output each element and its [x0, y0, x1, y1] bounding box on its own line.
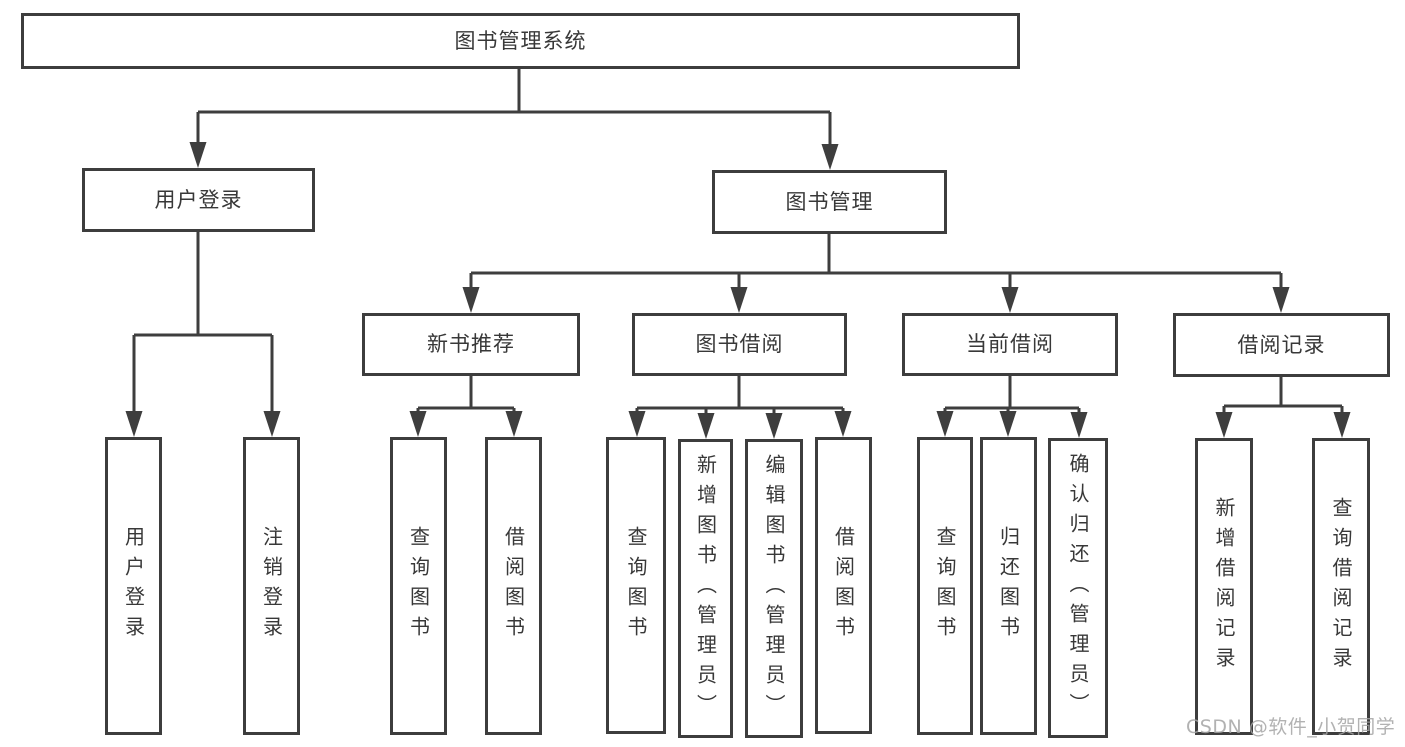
- node-label: 编辑图书（管理员）: [762, 453, 786, 724]
- csdn-watermark: CSDN @软件_小贺同学: [1186, 716, 1396, 738]
- leaf-return-book: 归还图书: [980, 437, 1037, 735]
- leaf-add-borrow-record: 新增借阅记录: [1195, 438, 1253, 735]
- leaf-user-login: 用户登录: [105, 437, 162, 735]
- node-label: 图书借阅: [695, 332, 784, 356]
- node-label: 图书管理系统: [454, 28, 587, 53]
- node-user-login: 用户登录: [82, 168, 315, 232]
- node-label: 图书管理: [785, 189, 874, 214]
- leaf-query-borrow-record: 查询借阅记录: [1312, 438, 1370, 735]
- node-label: 用户登录: [121, 526, 146, 646]
- leaf-logout: 注销登录: [243, 437, 300, 735]
- leaf-query-books-1: 查询图书: [390, 437, 447, 735]
- node-current-borrow: 当前借阅: [902, 313, 1118, 376]
- leaf-query-books-3: 查询图书: [917, 437, 973, 735]
- node-label: 归还图书: [996, 526, 1021, 646]
- node-label: 确认归还（管理员）: [1066, 453, 1090, 723]
- connector-borrow-record-children: [1215, 377, 1351, 438]
- node-label: 新增图书（管理员）: [693, 453, 718, 724]
- node-label: 注销登录: [259, 526, 284, 646]
- connector-book-mgmt-to-level3: [462, 234, 1290, 313]
- connector-root-to-level2: [189, 69, 839, 170]
- connector-book-borrow-children: [628, 376, 852, 439]
- leaf-borrow-books-2: 借阅图书: [815, 437, 872, 734]
- node-label: 新书推荐: [427, 332, 515, 356]
- node-label: 借阅记录: [1237, 332, 1326, 357]
- node-book-borrow: 图书借阅: [632, 313, 847, 376]
- node-label: 查询图书: [933, 526, 957, 646]
- leaf-borrow-books-1: 借阅图书: [485, 437, 542, 735]
- leaf-add-book-admin: 新增图书（管理员）: [678, 439, 733, 738]
- node-library-system: 图书管理系统: [21, 13, 1020, 69]
- leaf-query-books-2: 查询图书: [606, 437, 666, 734]
- node-borrow-record: 借阅记录: [1173, 313, 1390, 377]
- node-label: 查询图书: [624, 525, 648, 646]
- node-book-management: 图书管理: [712, 170, 947, 234]
- connector-user-login-children: [125, 232, 281, 437]
- node-label: 查询借阅记录: [1329, 496, 1353, 677]
- node-label: 当前借阅: [966, 332, 1054, 356]
- node-label: 查询图书: [406, 526, 431, 646]
- node-label: 用户登录: [154, 187, 243, 212]
- leaf-edit-book-admin: 编辑图书（管理员）: [745, 439, 803, 738]
- node-label: 新增借阅记录: [1212, 496, 1236, 677]
- connector-current-borrow-children: [936, 376, 1088, 438]
- connector-new-book-children: [409, 376, 523, 437]
- node-label: 借阅图书: [831, 525, 856, 646]
- node-label: 借阅图书: [501, 526, 526, 646]
- node-new-book-recommend: 新书推荐: [362, 313, 580, 376]
- leaf-confirm-return-admin: 确认归还（管理员）: [1048, 438, 1108, 738]
